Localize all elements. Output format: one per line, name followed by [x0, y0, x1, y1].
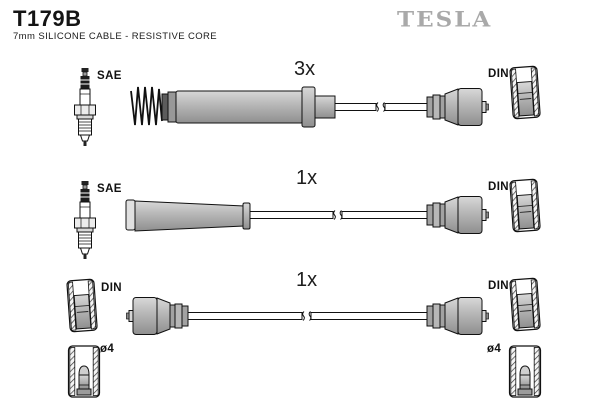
brand-logo: TESLA: [397, 6, 493, 33]
quantity-label-row2: 1x: [296, 167, 318, 189]
din-boot-cap-icon: [509, 277, 541, 332]
wire-lead: [334, 103, 377, 111]
wire-break-icon: [333, 210, 343, 220]
connector-label-din-row3-right: DIN: [488, 280, 510, 292]
terminal-diameter-label-right: ø4: [487, 343, 502, 355]
coil-spring-icon: [130, 86, 163, 126]
din-boot-cap-icon: [509, 178, 541, 233]
connector-label-sae-row2: SAE: [97, 183, 122, 195]
sparkplug-icon: [74, 67, 96, 147]
terminal-diameter-label-left: ø4: [100, 343, 115, 355]
terminal-cup-icon: [508, 345, 542, 398]
cylinder-boot-icon: [161, 86, 336, 128]
distributor-plug-icon: [126, 297, 189, 335]
din-boot-cap-icon: [509, 65, 541, 120]
terminal-cup-icon: [67, 345, 101, 398]
quantity-label-row1: 3x: [294, 58, 316, 80]
wire-break-icon: [302, 311, 312, 321]
connector-label-din-row3-left: DIN: [101, 282, 123, 294]
din-boot-cap-icon: [66, 278, 98, 333]
connector-label-sae-row1: SAE: [97, 70, 122, 82]
connector-label-din-row2: DIN: [488, 181, 510, 193]
part-number: T179B: [13, 6, 82, 31]
distributor-plug-icon: [426, 88, 489, 126]
wire-lead: [310, 312, 428, 320]
distributor-plug-icon: [426, 297, 489, 335]
wire-lead: [341, 211, 428, 219]
wire-lead: [384, 103, 428, 111]
distributor-plug-icon: [426, 196, 489, 234]
quantity-label-row3: 1x: [296, 269, 318, 291]
straight-boot-icon: [125, 199, 251, 232]
wire-lead: [249, 211, 334, 219]
wire-lead: [187, 312, 303, 320]
product-description: 7mm SILICONE CABLE - RESISTIVE CORE: [13, 31, 218, 42]
connector-label-din-row1: DIN: [488, 68, 510, 80]
sparkplug-icon: [74, 180, 96, 260]
wire-break-icon: [376, 102, 386, 112]
